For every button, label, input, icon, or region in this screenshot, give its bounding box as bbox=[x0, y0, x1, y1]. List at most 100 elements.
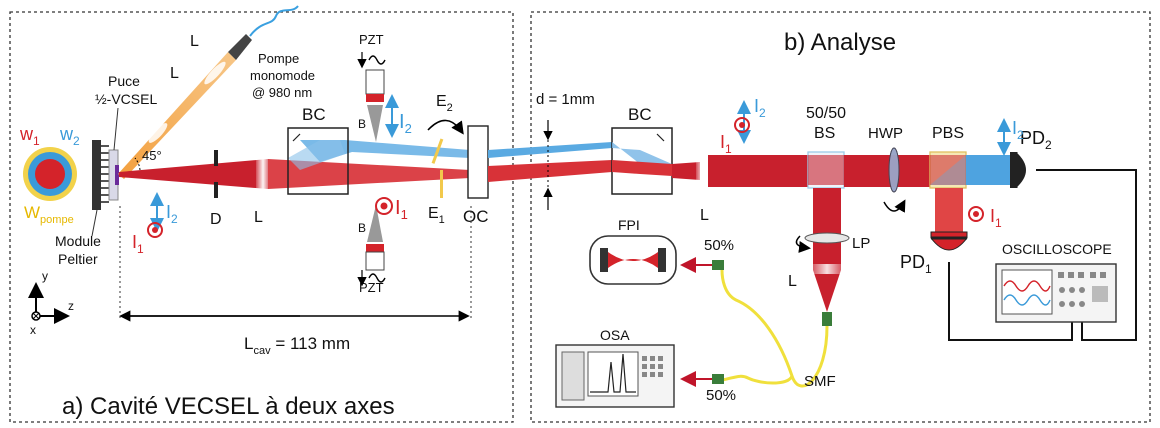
peltier-fins bbox=[101, 145, 109, 203]
pd1-cable bbox=[948, 262, 1073, 341]
smf-label: SMF bbox=[804, 373, 836, 390]
pzt-bottom-actuator bbox=[365, 205, 385, 271]
i1-left-dot-icon bbox=[147, 222, 163, 238]
i1-label: I1 bbox=[395, 197, 408, 222]
peltier-module bbox=[92, 140, 101, 210]
etalon-e2 bbox=[431, 138, 444, 164]
oc-label: OC bbox=[463, 207, 489, 226]
bs-ratio-label: 50/50 bbox=[806, 105, 846, 122]
birefringent-crystal bbox=[287, 127, 349, 195]
linear-polariser bbox=[804, 232, 850, 244]
lcav-label: Lcav = 113 mm bbox=[244, 334, 350, 357]
pzt-top-actuator bbox=[365, 69, 385, 142]
output-red-beam bbox=[488, 160, 612, 182]
w2-label: w2 bbox=[59, 124, 80, 148]
axis-z-label: z bbox=[68, 299, 74, 313]
bc-label: BC bbox=[302, 105, 326, 124]
lp-rotation-arrow-icon bbox=[795, 235, 811, 253]
cavity-lens-label: L bbox=[254, 209, 263, 226]
photodiode-pd1 bbox=[930, 231, 968, 251]
smf-connector bbox=[822, 312, 832, 326]
oscilloscope-label: OSCILLOSCOPE bbox=[1002, 241, 1112, 257]
cavity-blue-beam bbox=[300, 140, 470, 162]
i1-pbs-dot-icon bbox=[968, 206, 984, 222]
e2-label: E2 bbox=[436, 93, 453, 114]
module-label: Module bbox=[55, 233, 101, 249]
hwp-label: HWP bbox=[868, 125, 903, 142]
panel-b-frame bbox=[530, 11, 1151, 423]
output-coupler bbox=[467, 125, 489, 199]
lens-after-bc-label: L bbox=[700, 207, 709, 224]
wpompe-label: Wpompe bbox=[24, 203, 74, 226]
smf-fiber-2 bbox=[721, 374, 794, 385]
osa-label: OSA bbox=[600, 327, 630, 343]
collimated-beam bbox=[708, 155, 808, 187]
peltier-label: Peltier bbox=[58, 251, 98, 267]
pbs-to-pd2-beam bbox=[966, 155, 1010, 185]
smf-fiber bbox=[720, 269, 829, 388]
i2-b-label: I2 bbox=[754, 96, 766, 120]
pzt-top-wave-icon bbox=[368, 55, 386, 65]
i2-label: I2 bbox=[399, 111, 412, 136]
vcsel-chip-active bbox=[115, 165, 119, 185]
hwp-rotation-arrow-icon bbox=[883, 199, 906, 213]
b-top-label: B bbox=[358, 117, 366, 131]
fiber-connector-bottom bbox=[712, 374, 724, 384]
panel-b-caption: b) Analyse bbox=[784, 29, 896, 56]
pzt-top-label: PZT bbox=[359, 32, 384, 47]
pd2-cable bbox=[1036, 169, 1137, 341]
bc-b-label: BC bbox=[628, 105, 652, 124]
puce-label-2: ½-VCSEL bbox=[95, 91, 157, 107]
panel-a-caption: a) Cavité VECSEL à deux axes bbox=[62, 393, 395, 420]
cavity-blue-beam-split bbox=[288, 140, 345, 170]
axis-y-label: y bbox=[42, 269, 48, 283]
i1-polarisation-dot-icon bbox=[375, 197, 393, 215]
pd1-label: PD1 bbox=[900, 252, 932, 276]
pompe-label: Pompe bbox=[258, 51, 299, 66]
pump-fiber-head bbox=[228, 34, 252, 60]
output-blue-beam bbox=[488, 142, 612, 158]
monomode-label: monomode bbox=[250, 68, 315, 83]
angle-label: 45° bbox=[142, 148, 162, 163]
i1-pbs-label: I1 bbox=[990, 206, 1002, 230]
bs-label: BS bbox=[814, 125, 835, 142]
puce-label: Puce bbox=[108, 73, 140, 89]
lens-lower-label: L bbox=[788, 273, 797, 290]
b-bottom-label: B bbox=[358, 221, 366, 235]
bs-down-beam bbox=[813, 188, 841, 270]
pzt-bottom-wave-icon bbox=[368, 273, 386, 283]
pump-lens-label-2: L bbox=[170, 65, 179, 82]
cavity-red-beam-mid bbox=[268, 159, 470, 189]
i2-pbs-label: I2 bbox=[1012, 118, 1024, 142]
i1-b-label: I1 bbox=[720, 132, 732, 156]
pbs-to-pd1-beam bbox=[935, 188, 963, 232]
aperture-d-lower bbox=[214, 182, 218, 198]
gain-spot-icon bbox=[23, 147, 77, 201]
fiber-connector-top bbox=[712, 260, 724, 270]
pd2-label: PD2 bbox=[1020, 128, 1052, 152]
cavity-lens bbox=[256, 156, 270, 192]
pump-lens-2 bbox=[204, 61, 226, 85]
panel-a-frame bbox=[9, 11, 514, 423]
pbs-label: PBS bbox=[932, 125, 964, 142]
pct-top-label: 50% bbox=[704, 237, 734, 254]
d-mm-label: d = 1mm bbox=[536, 91, 595, 108]
pct-bottom-label: 50% bbox=[706, 387, 736, 404]
w1-label: w1 bbox=[19, 124, 40, 148]
rotation-arrow-icon bbox=[427, 119, 464, 135]
fpi-label: FPI bbox=[618, 217, 640, 233]
pump-fiber bbox=[249, 5, 299, 37]
coordinate-axes bbox=[28, 282, 70, 324]
lp-label: LP bbox=[852, 235, 870, 252]
aperture-d-label: D bbox=[210, 211, 222, 228]
aperture-d bbox=[214, 150, 218, 166]
i1-b-dot-icon bbox=[734, 117, 750, 133]
etalon-e1 bbox=[440, 170, 443, 198]
photodiode-pd2 bbox=[1010, 152, 1026, 188]
axis-x-label: x bbox=[30, 323, 36, 337]
pump-lens-label-1: L bbox=[190, 33, 199, 50]
wavelength-label: @ 980 nm bbox=[252, 85, 312, 100]
pump-lens-1 bbox=[148, 123, 168, 143]
i1-left-label: I1 bbox=[132, 232, 144, 256]
